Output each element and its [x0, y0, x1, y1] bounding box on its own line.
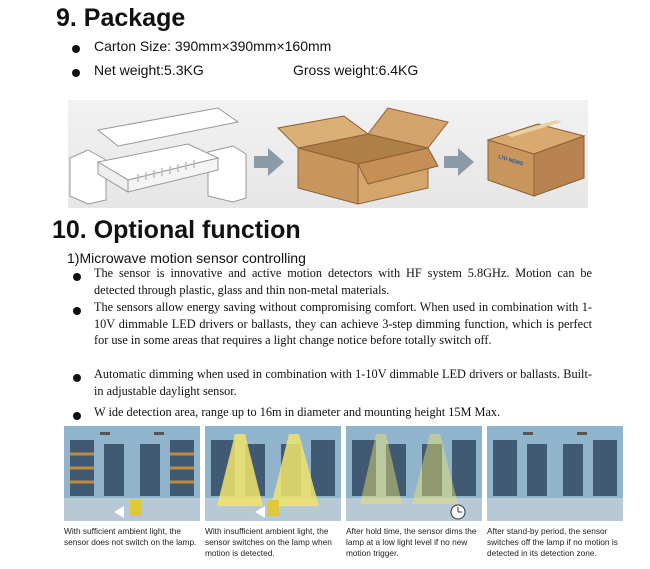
bullet-dot	[73, 273, 81, 281]
net-weight: Net weight:5.3KG	[94, 62, 204, 78]
panel-caption: With sufficient ambient light, the senso…	[64, 526, 197, 547]
bullet-dot	[72, 69, 80, 77]
warehouse-panel-1	[64, 426, 200, 521]
foam-packaging	[69, 107, 247, 205]
optional-heading: 10. Optional function	[52, 216, 301, 244]
package-heading: 9. Package	[56, 4, 186, 32]
bullet-dot	[73, 307, 81, 315]
bullet-dot	[72, 45, 80, 53]
bullet-dot	[73, 412, 81, 420]
carton-size: Carton Size: 390mm×390mm×160mm	[94, 38, 332, 54]
package-image: LTD NEWS	[68, 100, 588, 208]
warehouse-panel-2	[205, 426, 341, 521]
bullet-text: Automatic dimming when used in combinati…	[94, 367, 592, 398]
warehouse-panel-4	[487, 426, 623, 521]
panel-caption: After stand-by period, the sensor switch…	[487, 526, 618, 558]
open-carton	[276, 107, 449, 205]
bullet-text: W ide detection area, range up to 16m in…	[94, 405, 501, 419]
panel-caption: With insufficient ambient light, the sen…	[205, 526, 332, 558]
warehouse-panel-3	[346, 426, 482, 521]
bullet-dot	[73, 374, 81, 382]
arrow-icon	[254, 148, 284, 176]
sensor-subheading: 1)Microwave motion sensor controlling	[67, 250, 306, 266]
bullet-text: The sensor is innovative and active moti…	[94, 266, 592, 297]
panel-caption: After hold time, the sensor dims the lam…	[346, 526, 477, 558]
bullet-text: The sensors allow energy saving without …	[94, 300, 592, 348]
closed-carton	[486, 120, 586, 197]
gross-weight: Gross weight:6.4KG	[293, 62, 419, 78]
arrow-icon	[444, 148, 474, 176]
